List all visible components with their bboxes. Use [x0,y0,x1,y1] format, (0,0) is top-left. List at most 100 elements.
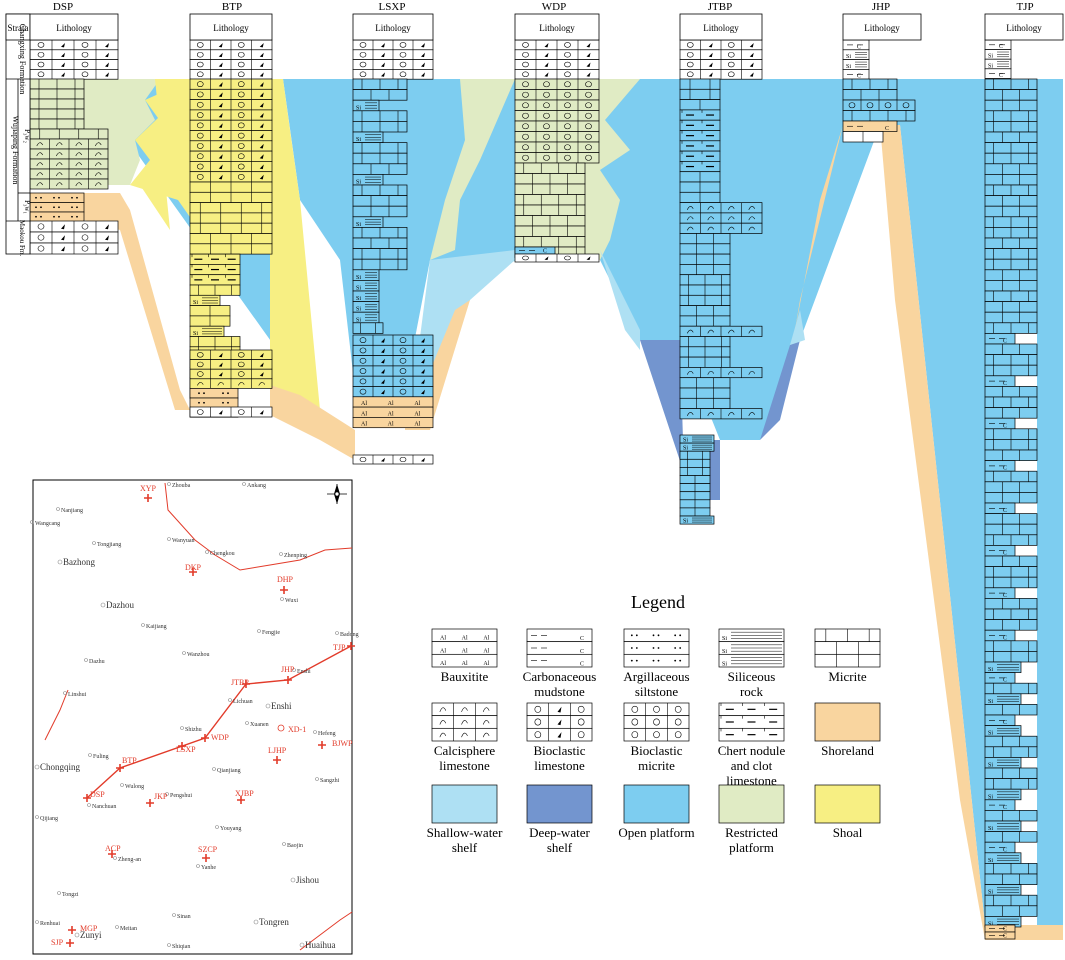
map-place-marker [92,541,96,545]
svg-text:Al: Al [388,411,394,417]
svg-text:Al: Al [440,648,446,654]
svg-text:Al: Al [440,636,446,642]
map-site-label: LJHP [268,746,287,755]
svg-text:Si: Si [988,667,993,673]
site-marker-icon [273,756,281,764]
map-place-marker [215,825,219,829]
map-site-label: SJP [51,938,64,947]
site-marker-icon [108,850,116,858]
map-place-label: Kaijiang [146,624,167,630]
map-place-label: Tongzi [62,892,79,898]
svg-text:Si: Si [356,286,361,292]
map-place-marker [113,856,117,860]
map-place-marker [280,597,284,601]
svg-text:Al: Al [483,636,489,642]
map-place-label: Sinan [177,914,191,920]
map-place-label: Linshui [68,692,87,698]
map-place-label: Renhuai [40,921,60,927]
map-place-marker [212,767,216,771]
map-place-label: Wulong [125,784,144,790]
svg-text:Si: Si [356,137,361,143]
map-place-marker [282,842,286,846]
legend-item-label: shelf [452,840,478,855]
map-place-marker [299,942,305,948]
map-place-label: Nanchuan [92,804,116,810]
map-place-label: Ankang [247,483,266,489]
map-place-label: Qijiang [40,816,58,822]
map-place-label: Zhenping [284,553,307,559]
map-site-label: DKP [185,563,202,572]
svg-text:Si: Si [988,794,993,800]
map-place-marker [100,602,106,608]
map-place-label: Wanzhou [187,652,210,658]
legend-item-label: Micrite [828,669,866,684]
lithology-header-btp: Lithology [213,23,249,33]
legend-item-shoreland: Shoreland [814,702,881,758]
map-place-marker [205,550,209,554]
site-well-icon [277,724,285,732]
svg-text:C: C [857,74,861,80]
map-place-label: Pengshui [170,793,192,799]
svg-text:C: C [999,73,1003,79]
map-place-label: Chengkou [210,551,235,557]
map-site-label: JTBP [231,678,249,687]
svg-text:Si: Si [683,519,688,525]
map-place-label: Bazhong [63,557,95,567]
svg-text:Si: Si [988,763,993,769]
svg-text:Si: Si [356,180,361,186]
lithology-column-dsp [29,39,119,80]
map-place-marker [141,623,145,627]
map-place-marker [257,629,261,633]
svg-text:Si: Si [722,636,727,642]
site-marker-icon [242,680,250,688]
map-site-label: TJP [333,643,346,652]
lithology-column-dsp [29,220,119,255]
facies-shoreland-btp [270,385,355,460]
svg-text:C: C [543,249,547,255]
map-place-marker [167,482,171,486]
svg-text:Si: Si [988,922,993,928]
svg-text:Si: Si [193,331,198,337]
map-place-marker [87,803,91,807]
legend-title: Legend [631,592,685,612]
svg-text:Si: Si [356,317,361,323]
site-marker-icon [146,799,154,807]
svg-text:C: C [1003,678,1007,684]
map-place-marker [182,651,186,655]
strata-maokou-label: Maokou Fm. [18,220,26,256]
map-place-label: Qianjiang [217,768,241,774]
svg-text:C: C [1003,339,1007,345]
section-label-lsxp: LSXP [379,1,406,13]
site-marker-icon [66,939,74,947]
svg-text:C: C [857,44,861,50]
legend-item-label: Shoreland [821,743,874,758]
map-place-marker [57,891,61,895]
svg-text:Al: Al [483,661,489,667]
map-site-label: XYP [140,484,157,493]
map-boundary-southeast [299,911,353,951]
lithology-header-dsp: Lithology [56,23,92,33]
map-place-label: Sangzhi [320,778,340,784]
svg-text:Si: Si [988,54,993,60]
section-labels: DSP BTP LSXP WDP JTBP JHP TJP [53,1,1034,13]
map-place-marker [196,864,200,868]
map-place-label: Tongren [259,917,289,927]
map-site-label: LSXP [176,745,196,754]
dsp-strata-column: Strata Changxing Formation Wujiaping For… [5,13,31,256]
facies-shoal-btp-left [130,79,192,220]
svg-text:Si: Si [722,662,727,668]
svg-text:Si: Si [683,438,688,444]
facies-shallow-shelf-jtbp [790,310,805,345]
map-place-label: Fuling [93,754,109,760]
svg-text:Si: Si [193,300,198,306]
legend-item-label: Bioclastic [534,743,586,758]
legend-item-label: Argillaceous [623,669,689,684]
